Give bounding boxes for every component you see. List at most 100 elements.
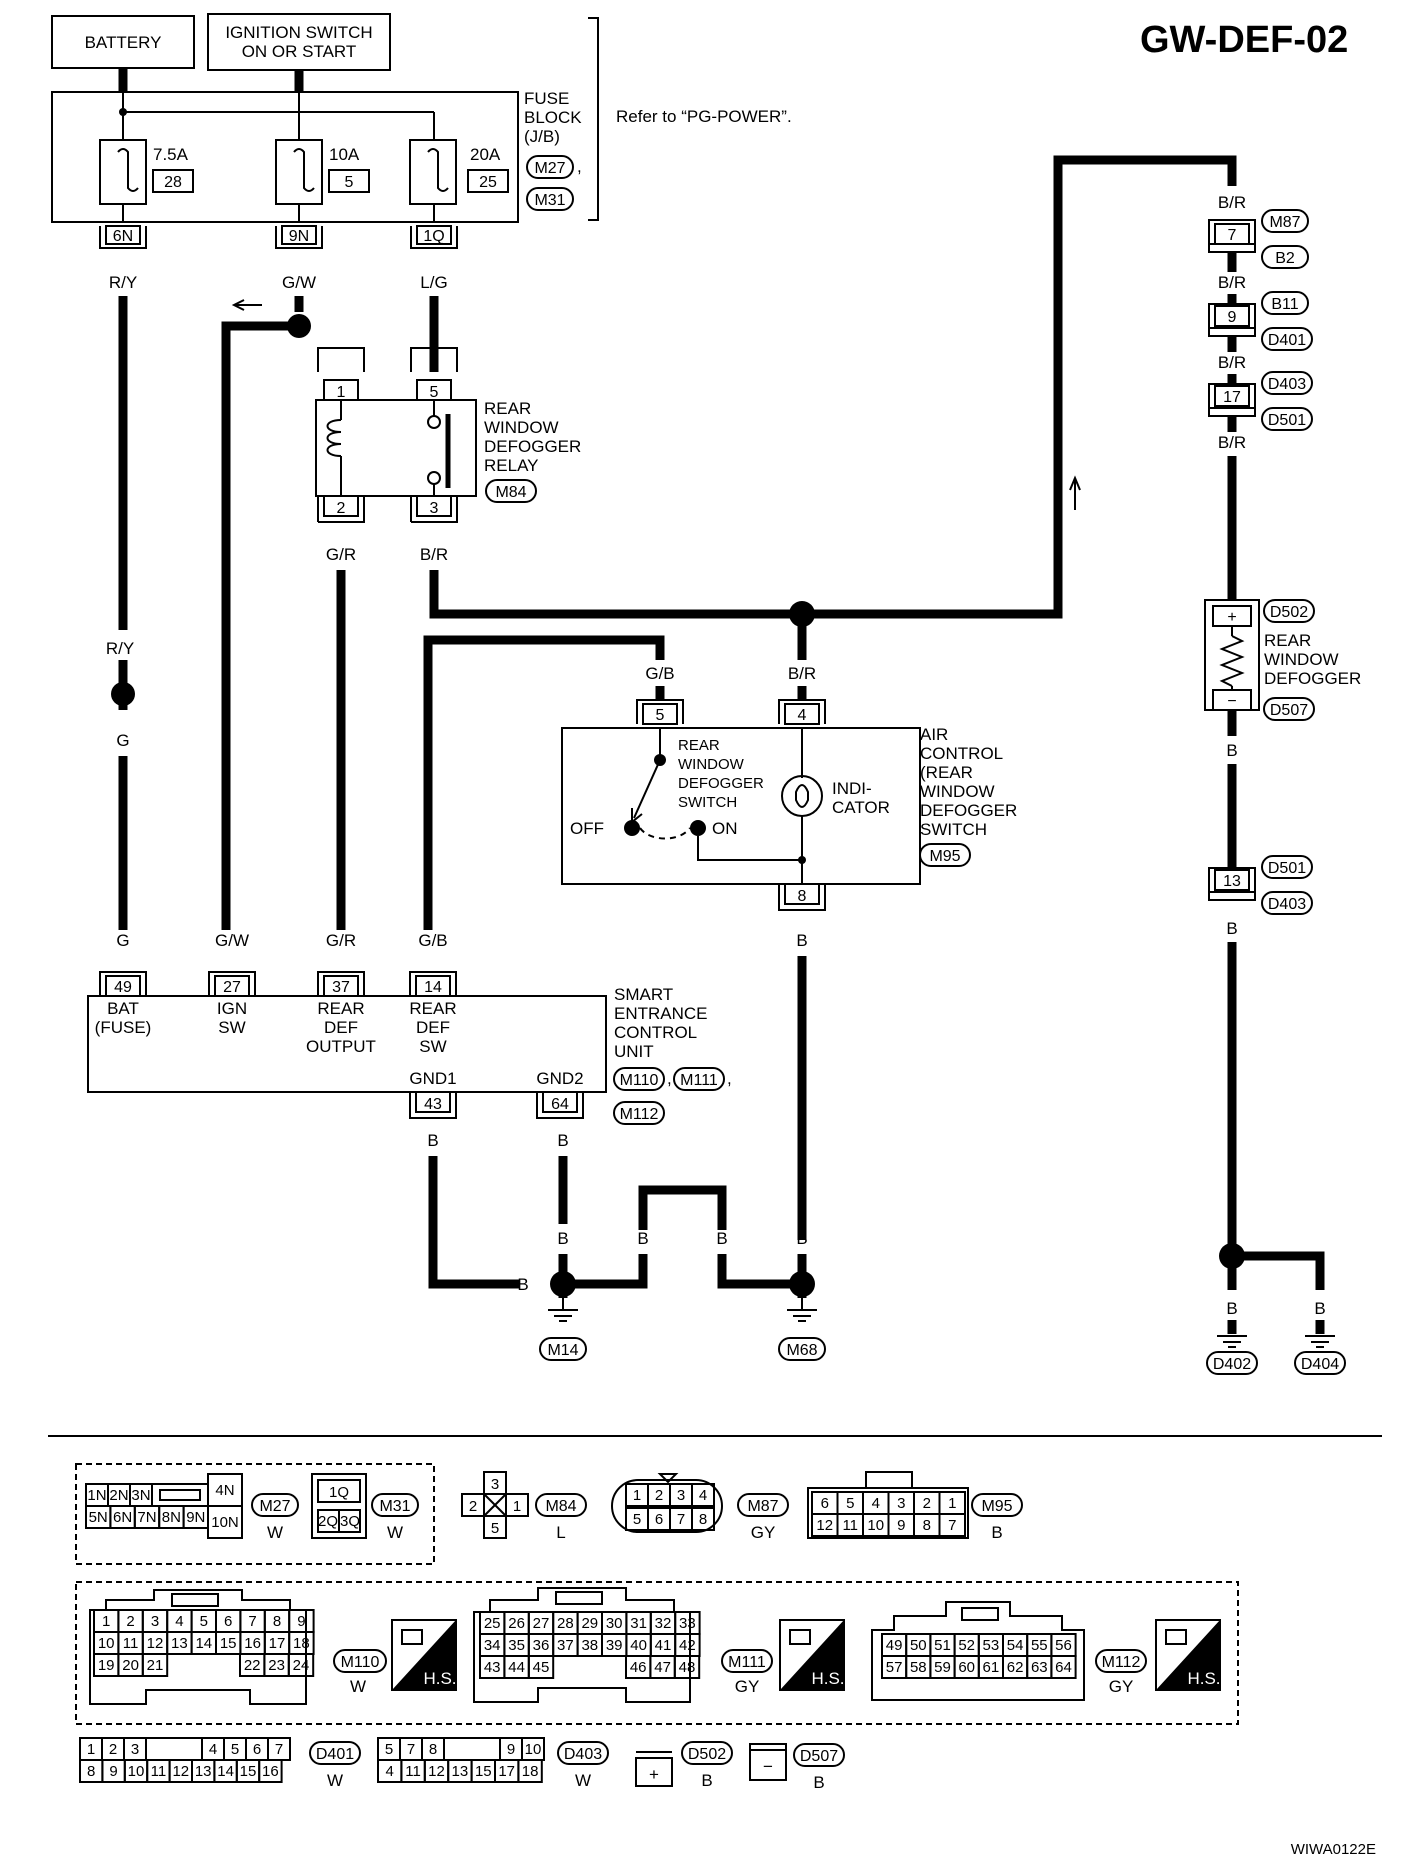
pin-label: 31: [630, 1615, 647, 1632]
wire-gw-label: G/W: [282, 273, 316, 292]
arrow-left-icon: [231, 299, 262, 311]
conn-ref-d502: D502: [1263, 599, 1315, 623]
conn-ref-m84-face: M84: [535, 1493, 587, 1517]
pin-label: 17: [269, 1635, 286, 1652]
pin-label: 7: [275, 1741, 283, 1758]
svg-text:B: B: [796, 1229, 807, 1248]
svg-text:GND2: GND2: [536, 1069, 583, 1088]
svg-text:G/B: G/B: [645, 664, 674, 683]
pin-label: 11: [123, 1635, 139, 1652]
conn-ref-m111-face: M111: [721, 1649, 773, 1673]
pin-label: 5: [846, 1495, 854, 1512]
pin-label: 29: [581, 1615, 598, 1632]
pin-label: 1: [87, 1741, 95, 1758]
svg-text:1Q: 1Q: [329, 1484, 349, 1501]
pin-cell: [159, 1489, 201, 1501]
pin-label: 38: [581, 1637, 598, 1654]
svg-text:B: B: [517, 1275, 528, 1294]
svg-text:5: 5: [430, 384, 439, 401]
conn-ref-m87-face: M87: [737, 1493, 789, 1517]
svg-text:+: +: [1227, 609, 1236, 626]
svg-text:B: B: [701, 1771, 712, 1790]
pin-17: 17: [1208, 383, 1256, 417]
pin-label: 37: [557, 1637, 574, 1654]
pin-label: 35: [508, 1637, 525, 1654]
svg-text:2Q: 2Q: [318, 1513, 338, 1530]
svg-text:IGN: IGN: [217, 999, 247, 1018]
fuse-block-label-2: BLOCK: [524, 108, 582, 127]
hs-badge-icon: H.S.: [391, 1619, 457, 1691]
pin-label: 48: [679, 1659, 696, 1676]
pin-9: 9: [1208, 303, 1256, 337]
pin-cell: [443, 1737, 501, 1761]
svg-text:(FUSE): (FUSE): [95, 1018, 152, 1037]
svg-text:D502: D502: [1270, 604, 1308, 621]
pin-label: 26: [508, 1615, 525, 1632]
wire-br-label: B/R: [420, 545, 448, 564]
svg-text:SWITCH: SWITCH: [678, 794, 737, 811]
pin-label: 47: [654, 1659, 671, 1676]
svg-text:14: 14: [424, 979, 442, 996]
pin-label: 1: [633, 1487, 641, 1504]
svg-text:M111: M111: [728, 1654, 766, 1671]
svg-text:W: W: [267, 1523, 283, 1542]
svg-text:G: G: [116, 931, 129, 950]
svg-text:L: L: [556, 1523, 565, 1542]
conn-ref-m111: M111: [673, 1067, 725, 1091]
conn-ref-d403-face: D403: [557, 1741, 609, 1765]
svg-text:3: 3: [491, 1476, 499, 1493]
rear-window-defogger-relay: 1 5 2 3: [315, 347, 477, 523]
pin-label: 64: [1055, 1659, 1072, 1676]
pin-label: 40: [630, 1637, 647, 1654]
wire-br: [429, 155, 1237, 619]
svg-text:M27: M27: [259, 1498, 290, 1515]
pin-label: 1: [102, 1613, 110, 1630]
svg-text:B/R: B/R: [1218, 273, 1246, 292]
pin-label: 3: [151, 1613, 159, 1630]
svg-text:M110: M110: [620, 1072, 659, 1089]
svg-text:B11: B11: [1271, 296, 1298, 313]
relay-label-1: REAR: [484, 399, 531, 418]
pin-label: 36: [533, 1637, 550, 1654]
relay-label-3: DEFOGGER: [484, 437, 581, 456]
pin-label: 59: [934, 1659, 951, 1676]
svg-text:DEFOGGER: DEFOGGER: [678, 775, 764, 792]
pin-label: 42: [679, 1637, 696, 1654]
pin-label: 4: [386, 1763, 394, 1780]
svg-text:5: 5: [656, 707, 665, 724]
svg-text:REAR: REAR: [317, 999, 364, 1018]
svg-text:B: B: [716, 1229, 727, 1248]
connector-d507: −: [749, 1743, 787, 1781]
pin-label: 12: [816, 1517, 833, 1534]
svg-text:D402: D402: [1213, 1356, 1251, 1373]
conn-ref-d507: D507: [1263, 697, 1315, 721]
pin-cell: [287, 1653, 315, 1677]
svg-text:28: 28: [164, 174, 182, 191]
pin-label: 11: [151, 1763, 167, 1780]
svg-text:D401: D401: [1268, 332, 1306, 349]
pin-label: 14: [195, 1635, 212, 1652]
pin-label: 3: [131, 1741, 139, 1758]
pin-label: 58: [910, 1659, 927, 1676]
svg-text:M14: M14: [547, 1342, 578, 1359]
pin-label: 13: [195, 1763, 212, 1780]
svg-text:M87: M87: [747, 1498, 778, 1515]
connector-group-2: [75, 1581, 1239, 1725]
conn-ref-d401: D401: [1261, 327, 1313, 351]
terminal-1q: 1Q: [410, 225, 458, 249]
pin-label: 57: [886, 1659, 903, 1676]
pin-label: 52: [958, 1637, 975, 1654]
svg-text:(REAR: (REAR: [920, 763, 973, 782]
pin-cell: [691, 1483, 715, 1507]
pin-label: 15: [240, 1763, 257, 1780]
svg-text:M95: M95: [929, 848, 960, 865]
pin-label: 54: [1007, 1637, 1024, 1654]
svg-text:B: B: [637, 1229, 648, 1248]
svg-text:G/B: G/B: [418, 931, 447, 950]
wire-gw: [221, 321, 299, 930]
svg-text:W: W: [387, 1523, 403, 1542]
